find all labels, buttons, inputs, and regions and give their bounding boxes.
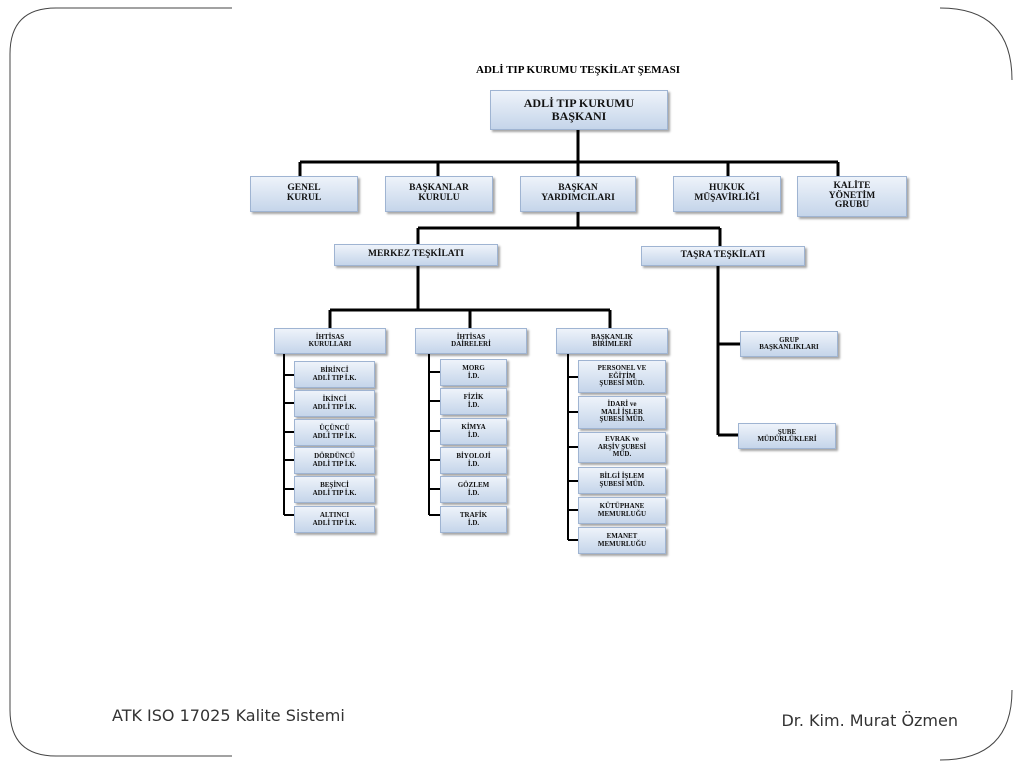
- tasra-teskilati-box: TAŞRA TEŞKİLATI: [641, 246, 805, 266]
- birim-item: İDARİ ve MALİ İŞLER ŞUBESİ MÜD.: [578, 396, 666, 429]
- birim-item: EVRAK ve ARŞİV ŞUBESİ MÜD.: [578, 432, 666, 463]
- unit-hukuk-musavirligi: HUKUK MÜŞAVİRLİĞİ: [673, 176, 781, 212]
- group-ihtisas-kurullari: İHTİSAS KURULLARI: [274, 328, 386, 354]
- frame-bottom-right-corner: [939, 689, 1013, 761]
- unit-baskanlar-kurulu: BAŞKANLAR KURULU: [385, 176, 493, 212]
- unit-genel-kurul: GENEL KURUL: [250, 176, 358, 212]
- daire-item: TRAFİK İ.D.: [440, 506, 507, 533]
- daire-item: BİYOLOJİ İ.D.: [440, 447, 507, 474]
- daire-item: KİMYA İ.D.: [440, 418, 507, 445]
- daire-item: FİZİK İ.D.: [440, 388, 507, 415]
- daire-item: MORG İ.D.: [440, 359, 507, 386]
- footer-left-text: ATK ISO 17025 Kalite Sistemi: [112, 706, 345, 725]
- group-baskanlik-birimleri: BAŞKANLIK BİRİMLERİ: [556, 328, 668, 354]
- kurul-item: ALTINCI ADLİ TIP İ.K.: [294, 506, 375, 533]
- frame-top-left-corner: [9, 7, 232, 757]
- kurul-item: BİRİNCİ ADLİ TIP İ.K.: [294, 361, 375, 388]
- unit-kalite-yonetim-grubu: KALİTE YÖNETİM GRUBU: [797, 176, 907, 217]
- daire-item: GÖZLEM İ.D.: [440, 476, 507, 503]
- president-box: ADLİ TIP KURUMU BAŞKANI: [490, 90, 668, 130]
- chart-title: ADLİ TIP KURUMU TEŞKİLAT ŞEMASI: [476, 64, 680, 76]
- tasra-sube-mudurlukleri: ŞUBE MÜDÜRLÜKLERİ: [738, 423, 836, 449]
- group-ihtisas-daireleri: İHTİSAS DAİRELERİ: [415, 328, 527, 354]
- birim-item: KÜTÜPHANE MEMURLUĞU: [578, 497, 666, 524]
- unit-baskan-yardimcilari: BAŞKAN YARDIMCILARI: [520, 176, 636, 212]
- birim-item: BİLGİ İŞLEM ŞUBESİ MÜD.: [578, 467, 666, 494]
- tasra-grup-baskanliklari: GRUP BAŞKANLIKLARI: [740, 331, 838, 357]
- kurul-item: İKİNCİ ADLİ TIP İ.K.: [294, 390, 375, 417]
- frame-top-right-corner: [939, 7, 1013, 81]
- birim-item: PERSONEL VE EĞİTİM ŞUBESİ MÜD.: [578, 360, 666, 393]
- birim-item: EMANET MEMURLUĞU: [578, 527, 666, 554]
- kurul-item: ÜÇÜNCÜ ADLİ TIP İ.K.: [294, 419, 375, 446]
- kurul-item: BEŞİNCİ ADLİ TIP İ.K.: [294, 476, 375, 503]
- footer-right-text: Dr. Kim. Murat Özmen: [781, 711, 958, 730]
- merkez-teskilati-box: MERKEZ TEŞKİLATI: [334, 244, 498, 266]
- kurul-item: DÖRDÜNCÜ ADLİ TIP İ.K.: [294, 447, 375, 474]
